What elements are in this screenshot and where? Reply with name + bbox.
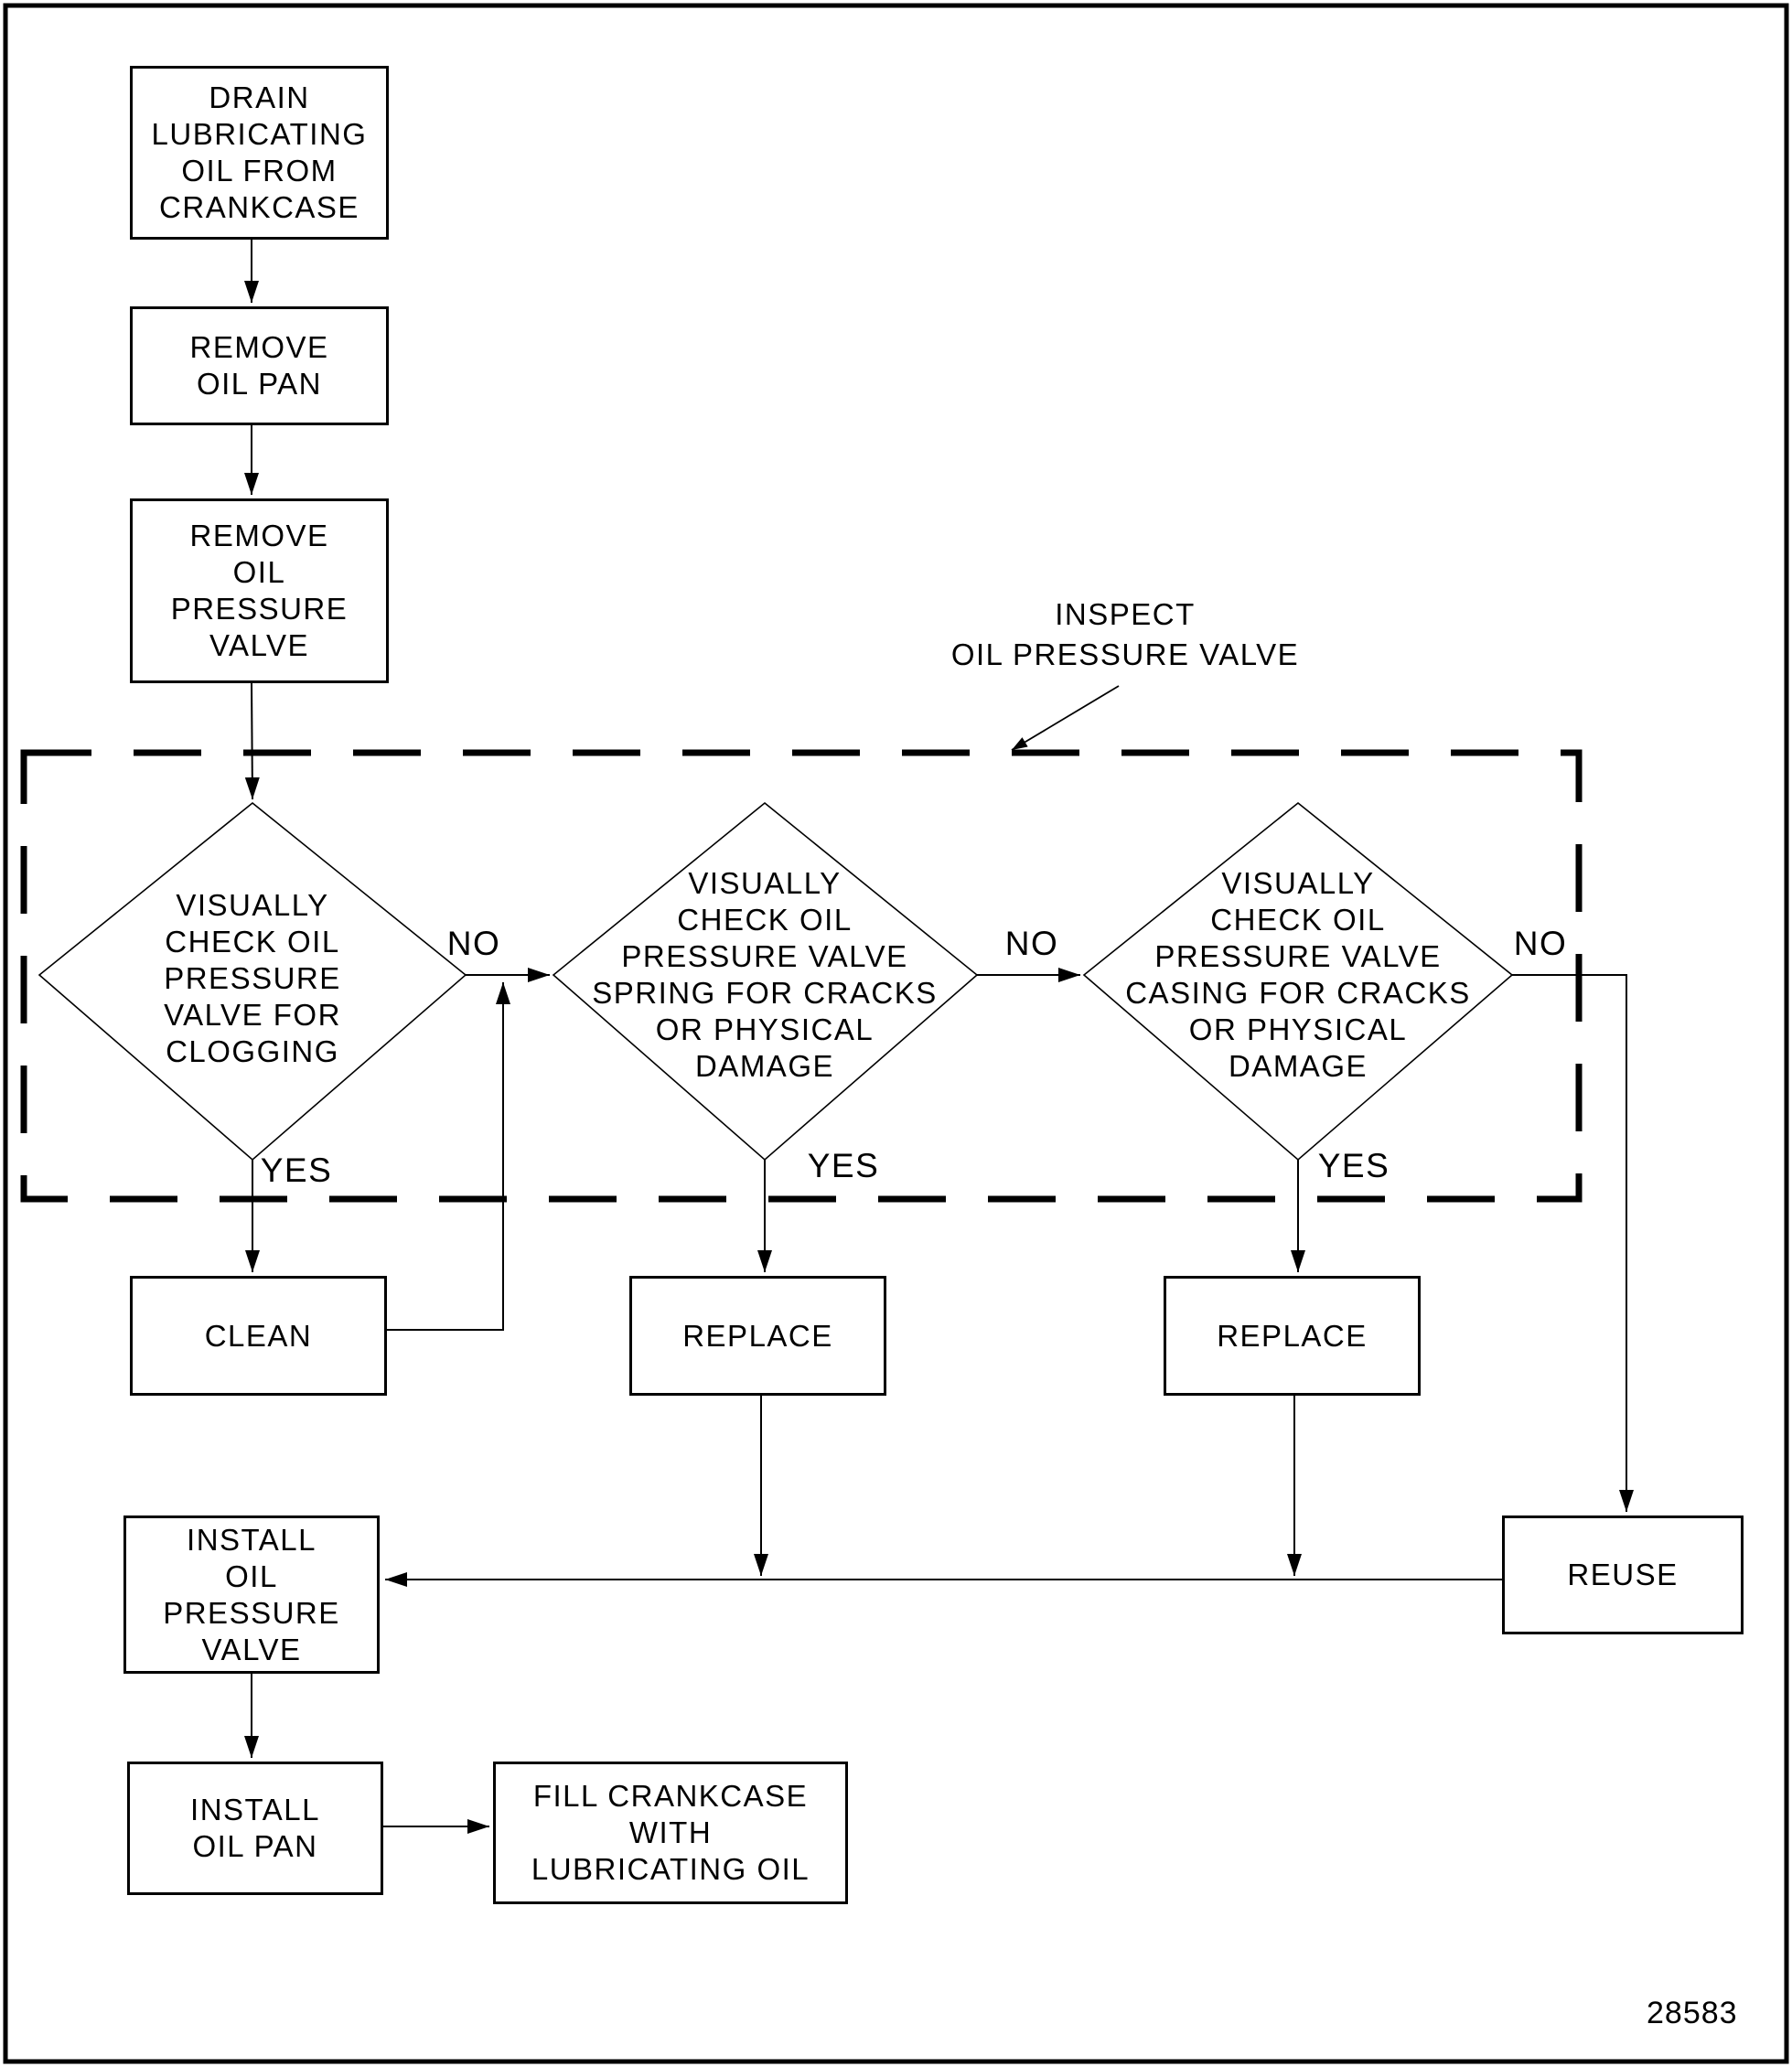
node-line: VALVE — [209, 628, 309, 662]
diamond-text-check-casing: VISUALLY CHECK OIL PRESSURE VALVE CASING… — [1125, 865, 1471, 1085]
node-replace-spring: REPLACE — [629, 1276, 886, 1396]
node-line: OIL PAN — [192, 1829, 318, 1863]
node-line: VALVE FOR — [164, 998, 341, 1032]
edge-clean-return-to-no-path — [387, 982, 510, 1331]
node-line: OR PHYSICAL — [655, 1012, 875, 1046]
node-line: OIL PAN — [196, 367, 323, 401]
diamond-text-check-clogging: VISUALLY CHECK OIL PRESSURE VALVE FOR CL… — [164, 887, 341, 1070]
node-line: SPRING FOR CRACKS — [592, 976, 938, 1010]
node-line: PRESSURE VALVE — [621, 939, 908, 973]
node-drain-lubricating-oil: DRAIN LUBRICATING OIL FROM CRANKCASE — [130, 66, 389, 240]
node-line: FILL CRANKCASE — [532, 1779, 809, 1813]
node-replace-casing: REPLACE — [1164, 1276, 1421, 1396]
node-line: INSTALL — [187, 1522, 317, 1557]
edge-no-casing-to-reuse — [1512, 974, 1634, 1512]
node-line: REMOVE — [189, 330, 329, 364]
node-remove-oil-pan: REMOVE OIL PAN — [130, 306, 389, 425]
node-install-oil-pressure-valve: INSTALL OIL PRESSURE VALVE — [123, 1515, 380, 1674]
node-line: PRESSURE VALVE — [1154, 939, 1442, 973]
yes-label-spring: YES — [807, 1147, 880, 1184]
node-line: CHECK OIL — [165, 925, 340, 959]
diamond-text-check-spring: VISUALLY CHECK OIL PRESSURE VALVE SPRING… — [592, 865, 938, 1085]
node-line: CLEAN — [204, 1318, 313, 1353]
figure-number: 28583 — [1647, 1996, 1738, 2030]
node-remove-oil-pressure-valve: REMOVE OIL PRESSURE VALVE — [130, 498, 389, 683]
node-line: LUBRICATING OIL — [531, 1852, 810, 1886]
node-line: CHECK OIL — [1210, 903, 1386, 937]
node-reuse: REUSE — [1502, 1515, 1744, 1634]
inspect-callout-arrow — [1011, 685, 1120, 751]
node-fill-crankcase: FILL CRANKCASE WITH LUBRICATING OIL — [493, 1762, 848, 1904]
inspect-callout-label: INSPECT OIL PRESSURE VALVE — [951, 594, 1299, 675]
node-line: OIL FROM — [181, 154, 338, 187]
callout-line: OIL PRESSURE VALVE — [950, 637, 1300, 671]
node-line: PRESSURE — [170, 592, 349, 626]
node-line: VISUALLY — [1221, 866, 1375, 900]
node-line: OR PHYSICAL — [1188, 1012, 1408, 1046]
node-line: LUBRICATING — [151, 117, 368, 151]
node-line: VISUALLY — [688, 866, 842, 900]
node-line: VISUALLY — [176, 888, 329, 922]
yes-label-clogging: YES — [260, 1151, 333, 1189]
no-label-clogging: NO — [446, 925, 501, 962]
node-line: REMOVE — [189, 519, 329, 552]
page-border — [3, 3, 1789, 2064]
callout-line: INSPECT — [1055, 597, 1196, 631]
node-line: DRAIN — [209, 80, 310, 114]
node-line: REPLACE — [1217, 1318, 1368, 1353]
node-line: CHECK OIL — [677, 903, 853, 937]
node-line: DAMAGE — [1228, 1049, 1368, 1083]
node-line: PRESSURE — [163, 1595, 340, 1630]
node-line: INSTALL — [190, 1793, 320, 1826]
yes-label-casing: YES — [1317, 1147, 1390, 1184]
no-label-casing: NO — [1513, 925, 1568, 962]
node-line: CRANKCASE — [159, 190, 359, 224]
node-line: OIL — [225, 1558, 278, 1593]
no-label-spring: NO — [1004, 925, 1059, 962]
node-line: CLOGGING — [166, 1034, 339, 1068]
node-clean: CLEAN — [130, 1276, 387, 1396]
node-line: PRESSURE — [164, 961, 341, 995]
node-install-oil-pan: INSTALL OIL PAN — [127, 1762, 383, 1895]
node-line: REPLACE — [682, 1318, 833, 1353]
node-line: DAMAGE — [694, 1049, 835, 1083]
node-line: OIL — [232, 555, 286, 589]
node-line: WITH — [628, 1815, 713, 1849]
node-line: VALVE — [201, 1632, 302, 1666]
node-line: REUSE — [1567, 1558, 1679, 1591]
node-line: CASING FOR CRACKS — [1125, 976, 1471, 1010]
